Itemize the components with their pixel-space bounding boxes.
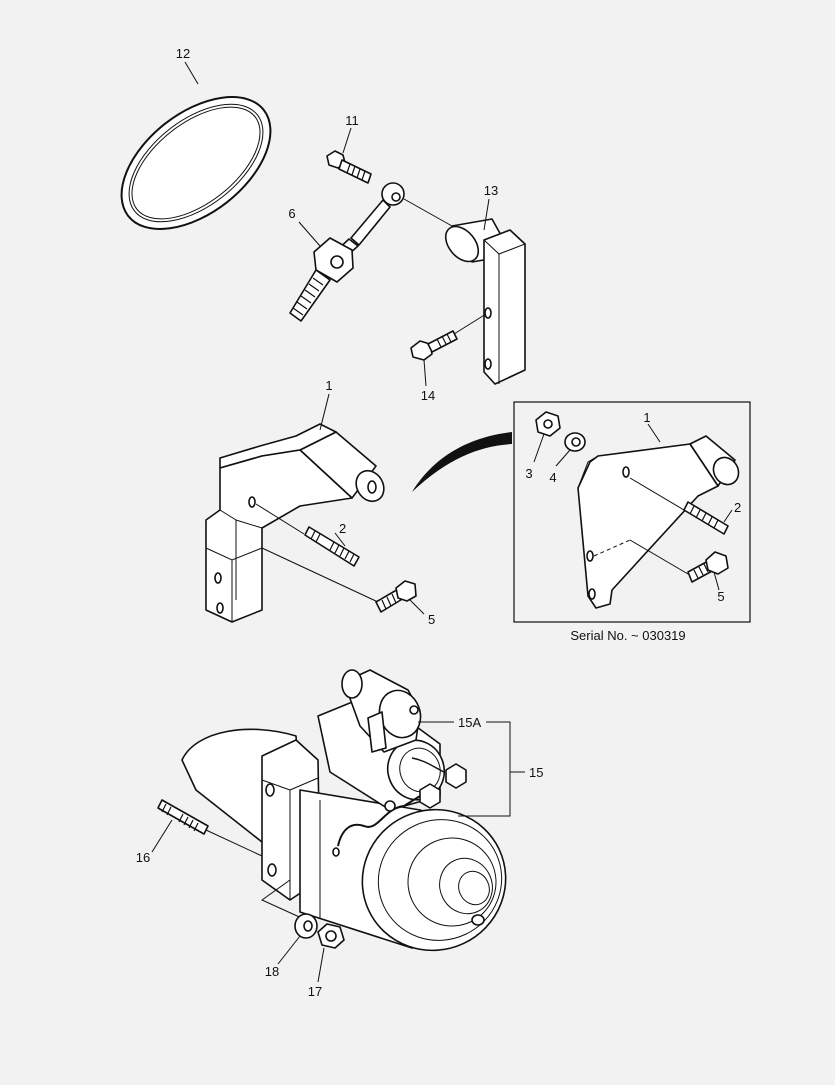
callout-17: 17 (308, 984, 322, 999)
callout-16: 16 (136, 850, 150, 865)
leader-14 (423, 359, 427, 387)
leader-5-inset (713, 571, 720, 591)
callout-11: 11 (345, 113, 359, 128)
inset-panel (513, 401, 751, 623)
assembly-line-1-5 (261, 547, 379, 603)
inset-frame (513, 401, 751, 623)
callout-2-inset: 2 (734, 500, 741, 515)
starter-motor-part-15 (181, 669, 507, 952)
leader-17 (317, 947, 325, 983)
leader-1-inset (647, 423, 661, 443)
bracket-15 (458, 721, 511, 817)
stud-part-2-main (304, 526, 360, 567)
leader-3-inset (533, 433, 545, 463)
leader-5-main (409, 599, 425, 615)
assembly-line-16 (205, 829, 263, 857)
assembly-line-1-2 (255, 503, 305, 535)
callout-3-inset: 3 (525, 466, 532, 481)
callout-2-main: 2 (339, 521, 346, 536)
stud-part-16 (157, 799, 209, 835)
v-belt-part-12 (120, 96, 272, 230)
callout-12: 12 (176, 46, 190, 61)
callout-18: 18 (265, 964, 279, 979)
bracket-part-13 (444, 218, 526, 385)
callout-5-main: 5 (428, 612, 435, 627)
assembly-line-6-13 (403, 198, 453, 227)
callout-13: 13 (484, 183, 498, 198)
callout-15: 15 (529, 765, 543, 780)
callout-4-inset: 4 (549, 470, 556, 485)
adjusting-rod-part-6 (289, 182, 405, 322)
leader-18 (277, 935, 301, 965)
leader-13 (483, 198, 490, 231)
callout-15A: 15A (458, 715, 481, 730)
bolt-part-5-main (375, 580, 417, 613)
washer-part-18 (294, 913, 318, 939)
inset-caption: Serial No. ~ 030319 (570, 628, 685, 643)
leader-1-main (319, 393, 330, 431)
leader-2-inset (723, 509, 733, 523)
leader-2-main (334, 532, 346, 547)
leader-11 (342, 127, 352, 154)
callout-1-main: 1 (325, 378, 332, 393)
leader-6 (298, 221, 321, 247)
assembly-line-17-18 (261, 879, 307, 921)
callout-6: 6 (288, 206, 295, 221)
nut-part-17 (317, 923, 345, 949)
callout-1-inset: 1 (643, 410, 650, 425)
leader-4-inset (555, 449, 571, 467)
bolt-part-14 (410, 313, 487, 361)
callout-5-inset: 5 (717, 589, 724, 604)
leader-12 (184, 61, 199, 85)
mounting-bracket-part-1 (205, 423, 385, 623)
inset-pointer-arrow (412, 432, 512, 492)
callout-14: 14 (421, 388, 435, 403)
bolt-part-11 (326, 150, 372, 184)
leader-16 (151, 819, 173, 853)
